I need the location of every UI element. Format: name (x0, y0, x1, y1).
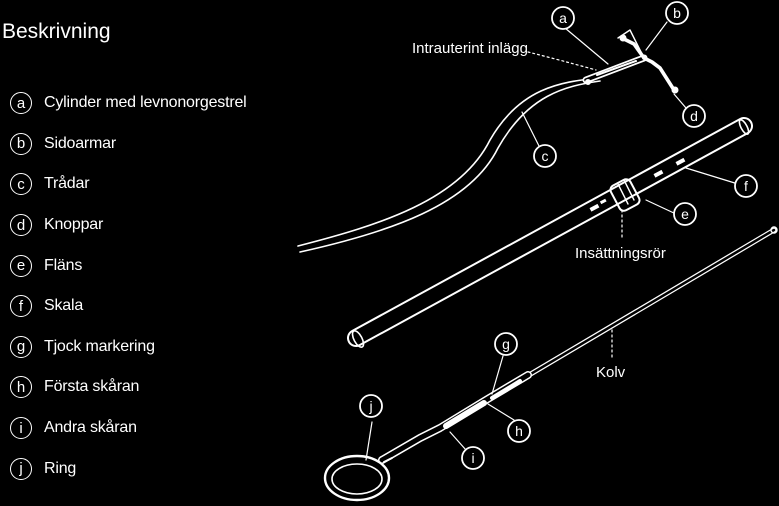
plunger-drawing (323, 226, 778, 502)
plunger-label: Kolv (596, 364, 626, 381)
callout-a: a (551, 6, 575, 30)
legend-label-b: Sidoarmar (44, 134, 117, 152)
legend-label-e: Fläns (44, 256, 83, 274)
letter-badge-h: h (10, 376, 32, 399)
legend-label-h: Första skåran (44, 378, 140, 396)
legend-label-f: Skala (44, 297, 84, 315)
legend-item-i: i Andra skåran (10, 408, 270, 449)
legend-item-c: c Trådar (10, 164, 270, 205)
legend-label-d: Knoppar (44, 216, 104, 234)
letter-badge-g: g (10, 335, 32, 358)
callout-c: c (533, 144, 557, 168)
letter-badge-a: a (10, 92, 32, 115)
legend-label-a: Cylinder med levnonorgestrel (44, 94, 247, 112)
legend: a Cylinder med levnonorgestrel b Sidoarmar… (10, 83, 270, 489)
letter-badge-b: b (10, 132, 32, 155)
callout-d: d (682, 104, 706, 128)
legend-item-a: a Cylinder med levnonorgestrel (10, 83, 270, 124)
callout-h: h (507, 419, 531, 443)
page-title: Beskrivning (2, 20, 111, 43)
callout-b: b (665, 1, 689, 25)
legend-item-d: d Knoppar (10, 205, 270, 246)
callout-j-letter: j (368, 398, 372, 414)
callout-j: j (359, 394, 383, 418)
legend-label-c: Trådar (44, 175, 90, 193)
legend-label-j: Ring (44, 459, 77, 477)
callout-f-letter: f (744, 178, 748, 194)
insertion-tube-label: Insättningsrör (575, 245, 666, 262)
legend-label-g: Tjock markering (44, 337, 155, 355)
letter-badge-j: j (10, 457, 32, 480)
legend-item-f: f Skala (10, 286, 270, 327)
letter-badge-e: e (10, 254, 32, 277)
legend-item-h: h Första skåran (10, 367, 270, 408)
iud-label: Intrauterint inlägg (412, 40, 528, 57)
letter-badge-d: d (10, 214, 32, 237)
callout-h-letter: h (515, 423, 523, 439)
callout-e: e (673, 202, 697, 226)
callout-i-letter: i (471, 450, 474, 466)
insertion-tube-drawing (347, 117, 753, 348)
letter-badge-f: f (10, 295, 32, 318)
legend-label-i: Andra skåran (44, 419, 137, 437)
callout-b-letter: b (673, 5, 681, 21)
legend-item-g: g Tjock markering (10, 327, 270, 368)
callout-c-letter: c (542, 148, 549, 164)
letter-badge-c: c (10, 173, 32, 196)
callout-e-letter: e (681, 206, 689, 222)
legend-item-e: e Fläns (10, 245, 270, 286)
leader-lines (365, 21, 739, 461)
letter-badge-i: i (10, 417, 32, 440)
callout-g-letter: g (502, 336, 510, 352)
threads-drawing (297, 77, 601, 253)
callout-d-letter: d (690, 108, 698, 124)
callout-a-letter: a (559, 10, 567, 26)
callout-g: g (494, 332, 518, 356)
callout-f: f (734, 174, 758, 198)
callout-i: i (461, 446, 485, 470)
iud-drawing (582, 29, 679, 94)
legend-item-b: b Sidoarmar (10, 124, 270, 165)
legend-item-j: j Ring (10, 448, 270, 489)
